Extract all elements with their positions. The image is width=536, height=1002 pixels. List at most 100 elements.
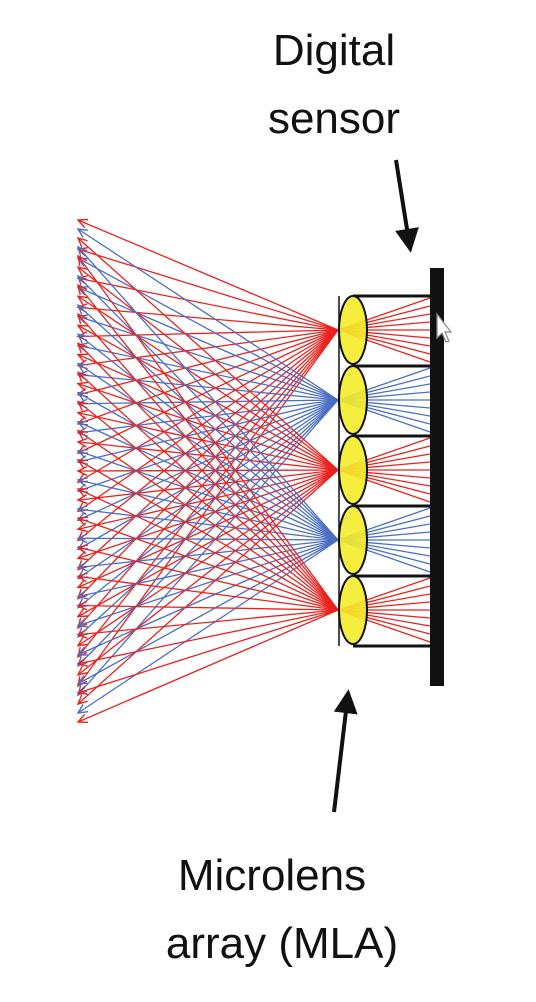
microlens-3: [338, 435, 368, 505]
ray-arrowhead: [76, 381, 89, 392]
ray-arrowhead: [76, 218, 89, 228]
ray: [77, 575, 339, 611]
ray: [77, 372, 339, 611]
ray: [77, 329, 339, 629]
ray: [77, 329, 339, 658]
ray: [77, 324, 339, 471]
ray-arrowhead: [76, 400, 88, 411]
ray: [77, 469, 339, 559]
ray: [77, 517, 339, 611]
ray: [77, 469, 339, 647]
mla-label-line1: Microlens: [178, 851, 366, 900]
ray: [77, 329, 339, 600]
ray-arrowhead: [76, 304, 88, 315]
ray-arrowhead: [76, 588, 88, 600]
ray: [77, 399, 339, 550]
ray-arrowhead: [76, 324, 89, 334]
ray: [77, 539, 339, 685]
ray: [77, 399, 339, 405]
ray-arrowhead: [76, 656, 88, 668]
ray: [77, 469, 339, 705]
ray-arrowhead: [76, 420, 89, 430]
ray: [77, 399, 339, 434]
ray: [77, 392, 339, 541]
ray: [77, 344, 339, 401]
ray-arrowhead: [77, 254, 88, 266]
ray: [77, 342, 339, 611]
ray-arrowhead: [76, 283, 88, 296]
ray: [77, 469, 339, 618]
ray-arrowhead: [76, 245, 88, 257]
mla-label-line2: array (MLA): [166, 919, 398, 968]
ray: [77, 401, 339, 611]
ray: [77, 329, 339, 541]
ray-arrowhead: [76, 505, 88, 516]
ray-arrowhead: [76, 617, 88, 629]
ray-arrowhead: [76, 646, 89, 656]
ray-arrowhead: [76, 544, 88, 555]
ray-arrowhead: [76, 236, 88, 248]
ray: [77, 246, 339, 541]
ray: [77, 609, 339, 636]
ray: [77, 329, 339, 425]
ray: [77, 329, 339, 570]
ray-arrowhead: [76, 362, 88, 373]
ray-bundle-lens-2: [76, 228, 431, 697]
ray-arrowhead: [76, 572, 88, 583]
ray-arrowhead: [76, 685, 88, 695]
ray-arrowhead: [76, 618, 89, 628]
ray-arrowhead: [76, 533, 88, 544]
ray-arrowhead: [76, 646, 88, 659]
ray: [77, 537, 339, 541]
ray-arrowhead: [76, 713, 89, 724]
ray-arrowhead: [76, 295, 89, 306]
ray: [77, 362, 339, 541]
ray-arrowhead: [76, 685, 88, 697]
ray: [77, 329, 339, 483]
ray: [77, 266, 339, 471]
microlens-2: [338, 365, 368, 435]
ray-arrowhead: [76, 371, 88, 383]
ray-arrowhead: [76, 675, 89, 685]
ray: [77, 255, 339, 611]
ray: [77, 399, 339, 667]
sensor-label-line1: Digital: [273, 26, 395, 75]
mouse-cursor-icon: [436, 312, 453, 343]
ray: [77, 373, 339, 401]
ray: [77, 399, 339, 609]
ray: [77, 353, 339, 471]
ray: [77, 399, 339, 492]
ray: [77, 609, 339, 723]
ray: [77, 228, 339, 401]
ray: [77, 275, 339, 541]
ray-arrowhead: [76, 333, 88, 344]
ray-arrowhead: [76, 589, 88, 600]
microlens-1: [338, 295, 368, 365]
ray: [77, 412, 339, 471]
ray-arrowhead: [76, 448, 89, 459]
ray: [77, 539, 339, 569]
ray-arrowhead: [76, 353, 89, 363]
ray: [77, 383, 339, 471]
ray: [77, 219, 339, 331]
ray: [77, 399, 339, 521]
ray: [77, 508, 339, 541]
ray-arrowhead: [76, 579, 89, 589]
ray: [77, 286, 339, 401]
ray-arrowhead: [76, 627, 88, 638]
ray-bundle-lens-1: [76, 218, 431, 688]
ray-arrowhead: [76, 665, 88, 676]
ray-arrowhead: [76, 274, 88, 286]
ray: [77, 430, 339, 611]
ray: [77, 284, 339, 611]
ray-arrowhead: [76, 228, 89, 238]
ray-arrowhead: [76, 429, 88, 440]
ray: [77, 329, 339, 454]
ray: [77, 479, 339, 541]
ray: [77, 329, 339, 396]
ray: [77, 441, 339, 471]
ray: [77, 399, 339, 696]
ray-arrowhead: [76, 522, 88, 533]
ray: [77, 488, 339, 611]
ray: [77, 295, 339, 471]
